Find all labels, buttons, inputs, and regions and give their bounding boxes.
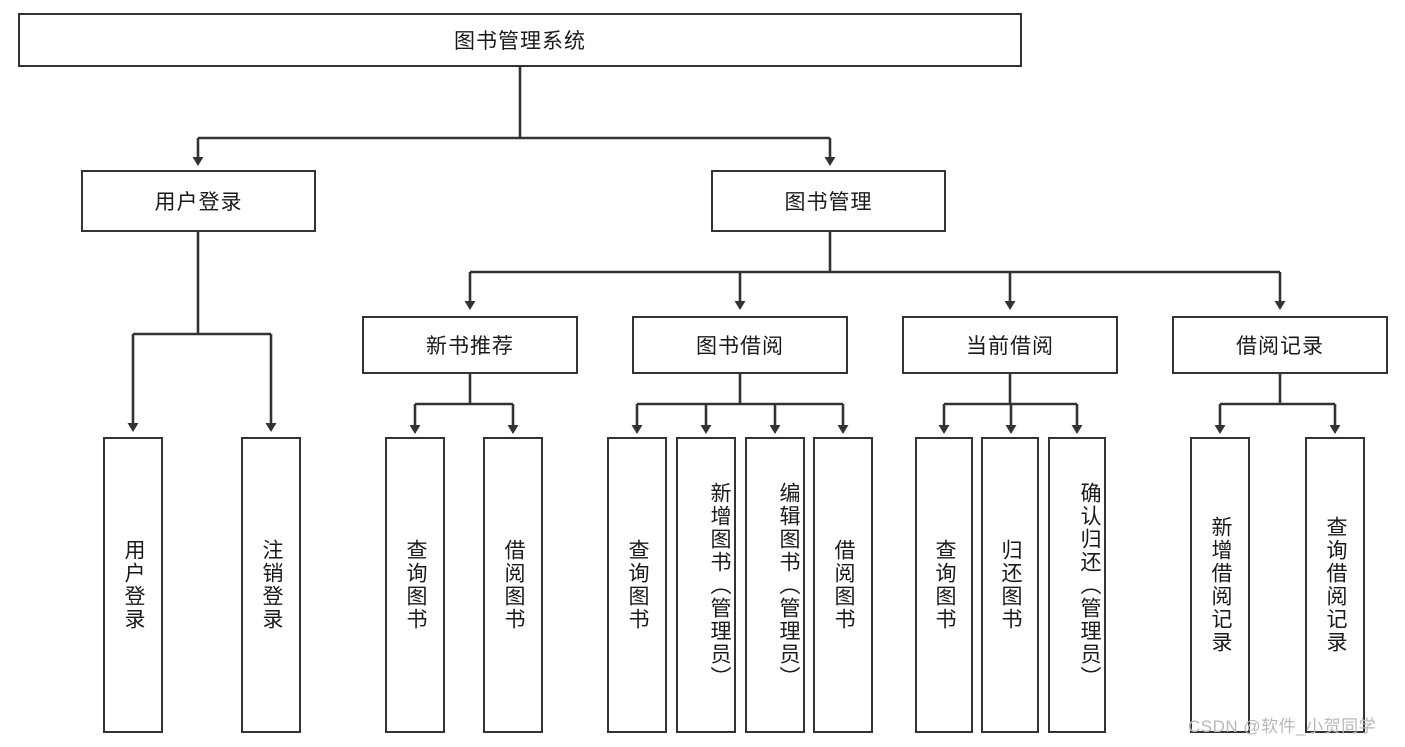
leaf-label: 查询图书 <box>933 539 956 631</box>
leaf-label: 注销登录 <box>260 539 283 631</box>
leaf-label: 查询图书 <box>404 539 427 631</box>
leaf-book-borrow-1[interactable]: 查询图书 <box>607 437 667 733</box>
node-new-book-recommend-label: 新书推荐 <box>426 335 514 358</box>
leaf-label: 查询图书 <box>626 539 649 631</box>
node-borrow-record[interactable]: 借阅记录 <box>1172 316 1388 374</box>
leaf-label: 用户登录 <box>122 539 145 631</box>
leaf-label: 新增图书（管理员） <box>708 481 731 689</box>
node-root-label: 图书管理系统 <box>454 30 586 53</box>
leaf-user-login-1[interactable]: 用户登录 <box>103 437 163 733</box>
watermark: CSDN @软件_小贺同学 <box>1188 717 1377 736</box>
leaf-label: 归还图书 <box>999 539 1022 631</box>
leaf-current-borrow-2[interactable]: 归还图书 <box>981 437 1039 733</box>
node-book-manage-label: 图书管理 <box>784 191 873 214</box>
leaf-book-borrow-4[interactable]: 借阅图书 <box>813 437 873 733</box>
leaf-current-borrow-1[interactable]: 查询图书 <box>915 437 973 733</box>
node-borrow-record-label: 借阅记录 <box>1236 335 1324 358</box>
leaf-borrow-record-1[interactable]: 新增借阅记录 <box>1190 437 1250 733</box>
node-user-login-label: 用户登录 <box>154 191 243 214</box>
node-book-manage[interactable]: 图书管理 <box>711 170 946 232</box>
leaf-new-book-2[interactable]: 借阅图书 <box>483 437 543 733</box>
node-book-borrow[interactable]: 图书借阅 <box>632 316 848 374</box>
leaf-label: 编辑图书（管理员） <box>777 481 800 689</box>
leaf-current-borrow-3[interactable]: 确认归还（管理员） <box>1048 437 1106 733</box>
leaf-borrow-record-2[interactable]: 查询借阅记录 <box>1305 437 1365 733</box>
leaf-book-borrow-3[interactable]: 编辑图书（管理员） <box>745 437 805 733</box>
node-new-book-recommend[interactable]: 新书推荐 <box>362 316 578 374</box>
leaf-new-book-1[interactable]: 查询图书 <box>385 437 445 733</box>
node-root[interactable]: 图书管理系统 <box>18 13 1022 67</box>
node-current-borrow-label: 当前借阅 <box>966 335 1054 358</box>
leaf-user-login-2[interactable]: 注销登录 <box>241 437 301 733</box>
leaf-label: 借阅图书 <box>502 539 525 631</box>
leaf-label: 确认归还（管理员） <box>1078 481 1101 689</box>
node-current-borrow[interactable]: 当前借阅 <box>902 316 1118 374</box>
node-user-login[interactable]: 用户登录 <box>81 170 316 232</box>
leaf-label: 借阅图书 <box>832 539 855 631</box>
leaf-label: 查询借阅记录 <box>1324 516 1347 654</box>
leaf-label: 新增借阅记录 <box>1209 516 1232 654</box>
leaf-book-borrow-2[interactable]: 新增图书（管理员） <box>676 437 736 733</box>
node-book-borrow-label: 图书借阅 <box>696 335 784 358</box>
